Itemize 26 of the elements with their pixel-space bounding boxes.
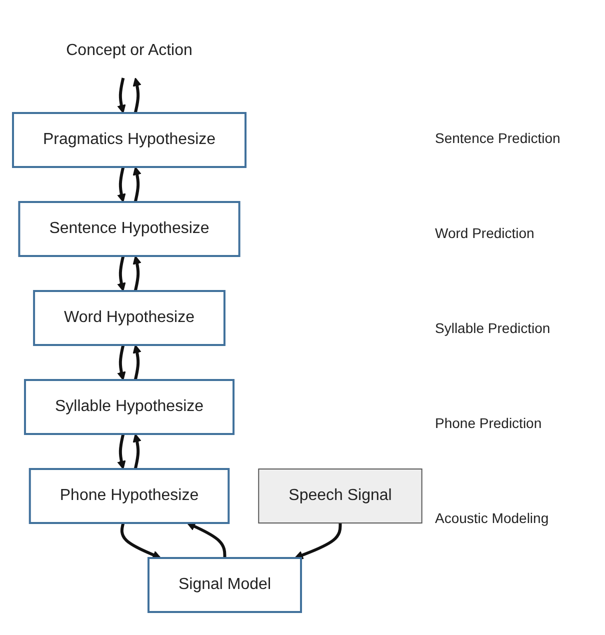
- node-box: Phone Hypothesize: [28, 468, 230, 524]
- arrow: [294, 522, 342, 559]
- arrow: [132, 77, 142, 113]
- arrow: [117, 344, 126, 380]
- arrow: [132, 433, 142, 469]
- node-box: Signal Model: [148, 556, 302, 612]
- arrow: [132, 344, 142, 380]
- node-text: Concept or Action: [66, 42, 192, 58]
- node-box: Syllable Hypothesize: [24, 378, 235, 434]
- arrow: [132, 255, 142, 291]
- arrow: [117, 255, 126, 291]
- arrow: [120, 522, 162, 558]
- node-box: Sentence Hypothesize: [18, 200, 240, 256]
- node-box: Word Hypothesize: [33, 290, 226, 346]
- node-box: Speech Signal: [258, 468, 422, 523]
- arrow: [132, 166, 142, 202]
- arrow: [117, 166, 126, 202]
- prediction-label: Sentence Prediction: [435, 130, 562, 146]
- prediction-label: Acoustic Modeling: [435, 510, 550, 526]
- arrow: [117, 77, 126, 113]
- prediction-label: Syllable Prediction: [435, 320, 552, 336]
- arrow: [117, 433, 126, 469]
- arrow: [186, 522, 226, 558]
- node-box: Pragmatics Hypothesize: [12, 112, 247, 168]
- prediction-label: Phone Prediction: [435, 414, 543, 430]
- prediction-label: Word Prediction: [435, 224, 536, 240]
